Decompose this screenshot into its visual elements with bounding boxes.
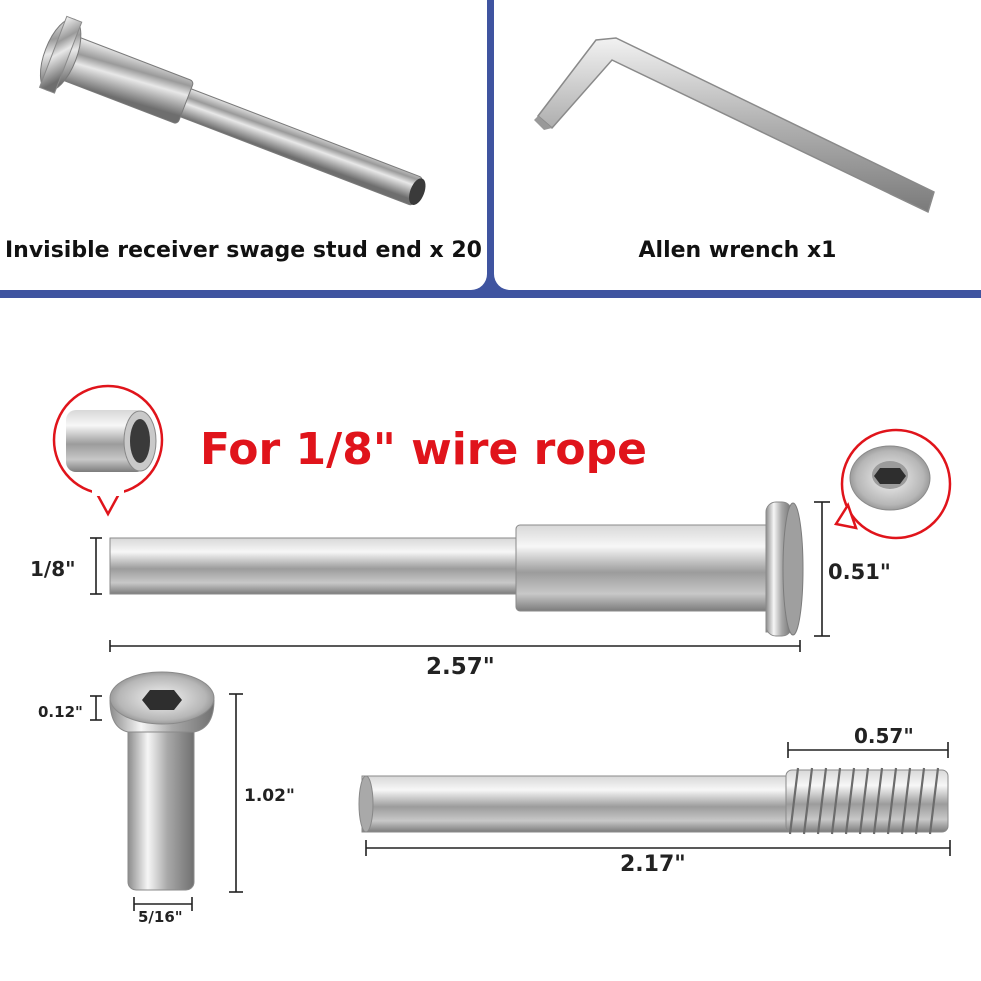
swage-stud-illustration [38, 15, 426, 206]
allen-wrench-illustration [534, 37, 935, 214]
threaded-stud-drawing [358, 767, 949, 835]
headline: For 1/8" wire rope [200, 424, 647, 475]
allen-wrench-caption: Allen wrench x1 [638, 238, 837, 263]
cap-head-label: 0.12" [38, 703, 83, 721]
swage-stud-card: Invisible receiver swage stud end x 20 [0, 0, 487, 290]
main-dimension-lines [90, 501, 830, 652]
cap-dimension-lines [90, 693, 243, 911]
thread-length-label: 0.57" [854, 724, 914, 748]
head-diameter-label: 0.51" [828, 560, 891, 584]
hollow-end-callout [52, 384, 164, 517]
stud-length-label: 2.17" [620, 852, 686, 877]
hex-socket-callout [833, 428, 952, 540]
allen-wrench-card: Allen wrench x1 [494, 0, 981, 290]
dimension-diagram [52, 384, 952, 911]
cap-diameter-label: 5/16" [138, 908, 183, 926]
swage-stud-drawing [109, 501, 804, 637]
cap-length-label: 1.02" [244, 786, 295, 806]
lag-cap-drawing [109, 671, 215, 891]
wire-diameter-label: 1/8" [30, 557, 76, 581]
stud-dimension-lines [365, 742, 951, 856]
swage-stud-caption: Invisible receiver swage stud end x 20 [4, 238, 482, 263]
total-length-label: 2.57" [426, 654, 495, 680]
